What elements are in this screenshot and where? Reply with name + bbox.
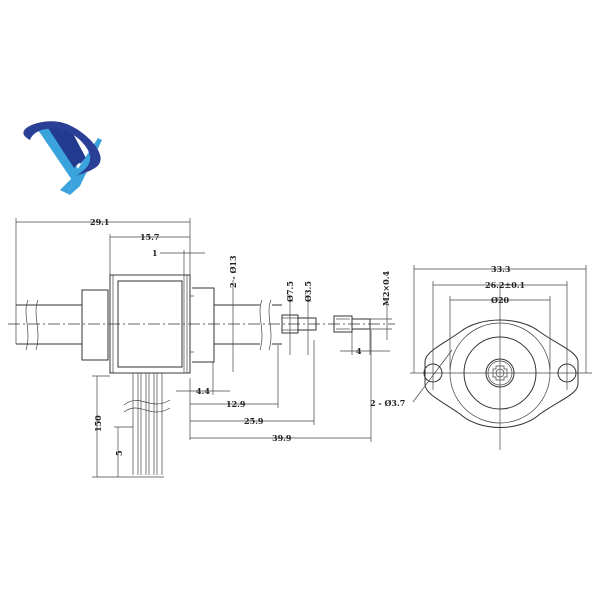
svg-text:12.9: 12.9 [226, 399, 246, 409]
svg-text:5: 5 [114, 450, 124, 456]
svg-text:Ø3.5: Ø3.5 [303, 281, 313, 302]
dim-pin-tip-diameter: Ø3.5 [303, 281, 313, 355]
dim-mount-holes: 2 - Ø3.7 [370, 349, 453, 408]
logo-light-stripe [38, 128, 80, 180]
logo-dark-stripe-1 [48, 128, 80, 168]
lead-wires [123, 373, 171, 475]
svg-text:2 - Ø13: 2 - Ø13 [228, 255, 238, 288]
svg-text:150: 150 [93, 415, 103, 432]
dim-pin-diameter: Ø7.5 [285, 281, 295, 355]
logo-swoosh [23, 121, 101, 176]
dim-wire-strip: 5 [114, 426, 133, 477]
dim-overall-length: 29.1 [16, 217, 191, 275]
svg-text:29.1: 29.1 [90, 217, 109, 227]
svg-text:4.4: 4.4 [196, 386, 210, 396]
svg-text:33.3: 33.3 [491, 264, 511, 274]
svg-text:4: 4 [356, 346, 362, 356]
rotor-body [109, 274, 194, 374]
dim-shaft-diameter: 2 - Ø13 [228, 255, 238, 372]
dim-screw-length: 4 [340, 329, 390, 356]
svg-text:Ø7.5: Ø7.5 [285, 281, 295, 302]
dim-flange-width: 33.3 [413, 264, 587, 373]
svg-text:M2×0.4: M2×0.4 [381, 271, 391, 306]
flange-outline [424, 319, 579, 428]
svg-text:25.9: 25.9 [244, 416, 264, 426]
svg-text:1: 1 [152, 248, 158, 258]
dim-body-diameter: Ø20 [449, 295, 551, 370]
dim-thread: M2×0.4 [370, 271, 392, 340]
dim-offsets: 4.4 12.9 25.9 39.9 [176, 330, 372, 443]
logo-dark-stripe-2 [60, 128, 86, 164]
svg-text:15.7: 15.7 [140, 232, 159, 242]
cross-slot [492, 365, 508, 381]
screw [333, 315, 371, 333]
left-shaft [15, 218, 109, 361]
dim-wire-length: 150 [92, 375, 164, 478]
body-circle [449, 322, 551, 424]
company-logo [23, 121, 102, 195]
svg-text:26.2±0.1: 26.2±0.1 [485, 280, 525, 290]
end-view [410, 285, 592, 450]
inner-circle [463, 336, 537, 410]
svg-text:2 - Ø3.7: 2 - Ø3.7 [370, 398, 405, 408]
dim-hole-spacing: 26.2±0.1 [432, 280, 568, 390]
svg-text:Ø20: Ø20 [491, 295, 510, 305]
dim-body-length: 15.7 [109, 232, 190, 275]
hub-outer [485, 358, 515, 388]
dim-flange-thickness: 1 [152, 248, 205, 275]
svg-text:39.9: 39.9 [272, 433, 292, 443]
right-shaft [192, 287, 282, 363]
